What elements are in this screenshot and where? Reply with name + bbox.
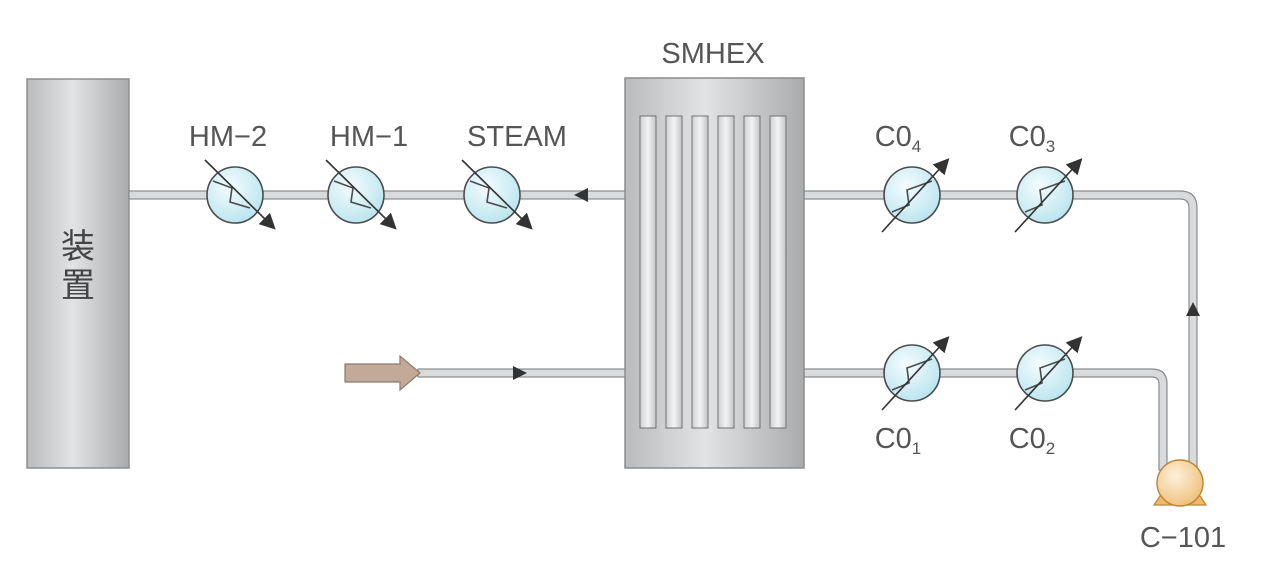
hx-label-hm1: HM−1 <box>330 121 408 153</box>
hx-c01: C01 <box>875 336 950 458</box>
hx-c04: C04 <box>875 121 950 233</box>
pump-icon <box>1156 459 1204 507</box>
heat-exchanger-icon <box>1016 344 1074 402</box>
heat-exchanger-icon <box>206 166 264 224</box>
device-label-bottom: 置 <box>61 267 95 305</box>
hx-label-steam: STEAM <box>467 121 567 153</box>
heat-exchanger-icon <box>463 166 521 224</box>
hx-hm1: HM−1 <box>325 121 408 230</box>
flow-arrow-icon <box>513 366 527 380</box>
heat-exchanger-icon <box>883 344 941 402</box>
hx-label-c04: C04 <box>875 121 922 156</box>
hx-label-c01: C01 <box>875 423 922 458</box>
pump-c101: C−101 <box>1140 459 1226 554</box>
pipe-cold-lower <box>803 368 1168 471</box>
device-vessel: 装 置 <box>26 78 130 469</box>
pipe-cold-upper <box>803 190 1198 471</box>
hx-label-c03: C03 <box>1009 121 1056 156</box>
feed-arrow-icon <box>344 354 421 392</box>
flow-arrow-icon <box>574 188 588 202</box>
flow-arrow-icon <box>1186 302 1200 316</box>
heat-exchanger-icon <box>327 166 385 224</box>
hx-label-hm2: HM−2 <box>189 121 267 153</box>
smhex-title: SMHEX <box>661 38 764 70</box>
heat-exchanger-icon <box>1016 166 1074 224</box>
heat-exchanger-icon <box>883 166 941 224</box>
smhex-unit: SMHEX <box>624 38 805 469</box>
hx-c03: C03 <box>1009 121 1083 233</box>
flow-arrows <box>513 188 1200 380</box>
hx-c02: C02 <box>1009 336 1083 458</box>
hx-hm2: HM−2 <box>189 121 276 230</box>
pump-label: C−101 <box>1140 522 1226 554</box>
hx-steam: STEAM <box>461 121 567 230</box>
device-label-top: 装 <box>61 228 95 266</box>
hx-label-c02: C02 <box>1009 423 1056 458</box>
